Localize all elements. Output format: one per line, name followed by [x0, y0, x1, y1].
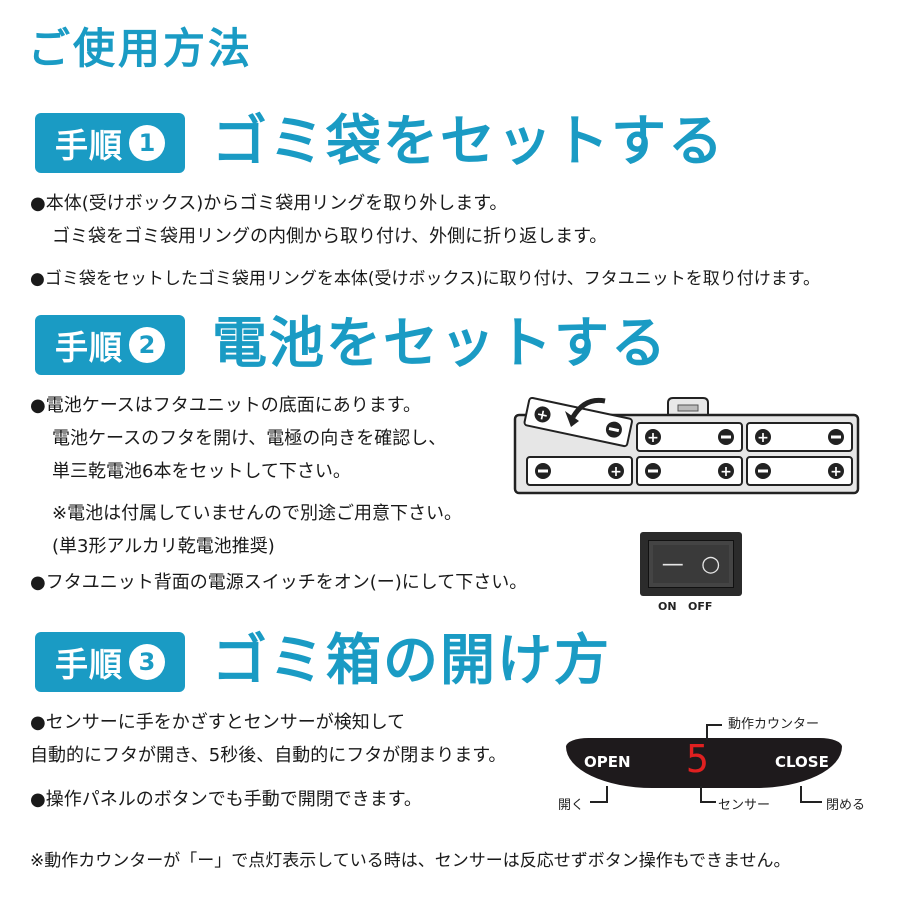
step-3-text-line: 自動的にフタが開き、5秒後、自動的にフタが閉まります。	[30, 745, 507, 766]
page-title: ご使用方法	[28, 24, 254, 73]
step-number: 2	[129, 327, 165, 363]
step-3-badge: 手順 3	[35, 632, 185, 692]
battery-case-illustration: + + + + + +	[513, 395, 860, 495]
open-button: OPEN	[584, 753, 631, 771]
power-switch: — ○	[640, 532, 742, 596]
footnote: ※動作カウンターが「ー」で点灯表示している時は、センサーは反応せずボタン操作もで…	[30, 851, 791, 871]
svg-text:+: +	[830, 464, 842, 480]
step-1-text-line: ●ゴミ袋をセットしたゴミ袋用リングを本体(受けボックス)に取り付け、フタユニット…	[30, 269, 821, 289]
step-number: 1	[129, 125, 165, 161]
callout-sensor: センサー	[718, 798, 771, 813]
step-3-text-line: ●操作パネルのボタンでも手動で開閉できます。	[30, 789, 422, 810]
svg-text:+: +	[647, 430, 659, 446]
step-2-note: ※電池は付属していませんので別途ご用意下さい。	[52, 503, 462, 524]
switch-off-label: OFF	[688, 600, 713, 613]
step-1-text-line: ●本体(受けボックス)からゴミ袋用リングを取り外します。	[30, 193, 508, 214]
switch-off-symbol: ○	[701, 551, 721, 577]
step-1-text-line: ゴミ袋をゴミ袋用リングの内側から取り付け、外側に折り返します。	[52, 226, 608, 247]
step-2-badge: 手順 2	[35, 315, 185, 375]
operation-panel	[566, 738, 842, 788]
step-2-note: (単3形アルカリ乾電池推奨)	[52, 536, 275, 557]
step-3-title: ゴミ箱の開け方	[212, 628, 612, 692]
step-2-text-line: 単三乾電池6本をセットして下さい。	[52, 461, 351, 482]
step-3-text-line: ●センサーに手をかざすとセンサーが検知して	[30, 712, 406, 733]
callout-open: 開く	[558, 798, 585, 813]
step-badge-label: 手順	[55, 328, 123, 367]
svg-text:+: +	[720, 464, 732, 480]
step-2-text-line: ●フタユニット背面の電源スイッチをオン(ー)にして下さい。	[30, 572, 528, 593]
close-button: CLOSE	[775, 753, 829, 771]
svg-text:+: +	[610, 464, 622, 480]
step-badge-label: 手順	[55, 645, 123, 684]
callout-close: 閉める	[826, 798, 866, 813]
switch-on-label: ON	[658, 600, 677, 613]
step-number: 3	[129, 644, 165, 680]
step-1-title: ゴミ袋をセットする	[212, 109, 726, 173]
battery-case-icon: + + + + + +	[513, 396, 860, 495]
svg-text:+: +	[757, 430, 769, 446]
svg-text:+: +	[535, 406, 550, 424]
callout-counter: 動作カウンター	[728, 717, 820, 732]
counter-display: 5	[686, 737, 709, 781]
step-2-title: 電池をセットする	[212, 311, 669, 375]
step-badge-label: 手順	[55, 126, 123, 165]
step-2-text-line: ●電池ケースはフタユニットの底面にあります。	[30, 395, 422, 416]
step-1-badge: 手順 1	[35, 113, 185, 173]
switch-on-symbol: —	[661, 551, 684, 577]
step-2-text-line: 電池ケースのフタを開け、電極の向きを確認し、	[52, 428, 447, 449]
